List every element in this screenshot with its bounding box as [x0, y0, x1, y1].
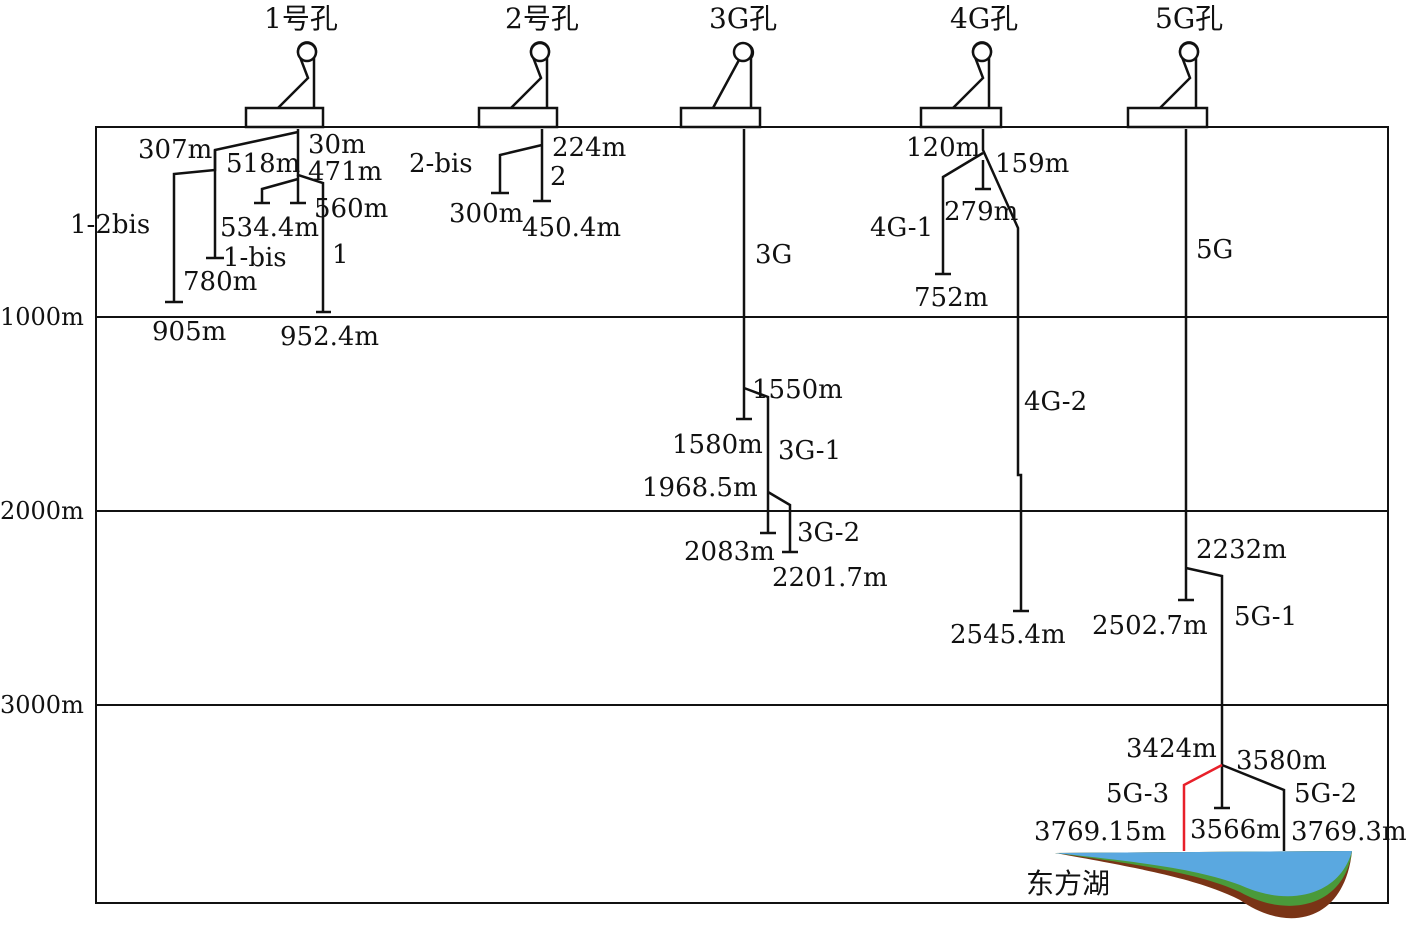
drill-rig-icon [477, 41, 559, 129]
label-2-bis: 2-bis [409, 149, 473, 179]
depth-label-3000m: 3000m [0, 691, 84, 719]
label-3769-3m: 3769.3m [1291, 817, 1407, 847]
hole3g-2 [767, 490, 792, 551]
label-3580m: 3580m [1236, 746, 1327, 776]
label-1968m: 1968.5m [642, 473, 758, 503]
label-752m: 752m [914, 283, 988, 313]
label-3566m: 3566m [1190, 815, 1281, 845]
label-300m: 300m [449, 199, 523, 229]
label-1-2bis: 1-2bis [70, 210, 150, 240]
label-471m: 471m [308, 157, 382, 187]
label-2502m: 2502.7m [1092, 611, 1208, 641]
hole-title-4g: 4G孔 [950, 2, 1018, 35]
label-4g-2: 4G-2 [1024, 387, 1087, 417]
hole-title-1: 1号孔 [264, 2, 338, 35]
label-3g: 3G [755, 240, 792, 270]
label-5g-3: 5G-3 [1106, 779, 1169, 809]
hole3g-ticks [736, 417, 798, 554]
hole-title-3g: 3G孔 [709, 2, 777, 35]
hole2-bis [498, 143, 543, 193]
east-lake [1055, 851, 1352, 919]
drill-rig-icon [244, 41, 325, 129]
diagram-border [95, 126, 1389, 904]
label-lake: 东方湖 [1026, 867, 1110, 900]
label-5g-2: 5G-2 [1294, 779, 1357, 809]
hole4g-main [981, 129, 1023, 610]
label-905m: 905m [152, 317, 226, 347]
drill-rigs [244, 41, 1209, 129]
label-4g-1: 4G-1 [870, 213, 933, 243]
label-3424m: 3424m [1126, 734, 1217, 764]
drill-rig-icon [679, 41, 762, 129]
label-5g-1: 5G-1 [1234, 602, 1297, 632]
label-1580m: 1580m [672, 430, 763, 460]
label-450m: 450.4m [522, 213, 621, 243]
label-307m: 307m [138, 135, 212, 165]
frame [95, 126, 1389, 904]
hole4g-ticks [935, 187, 1029, 613]
drill-rig-icon [1126, 41, 1209, 129]
depth-label-1000m: 1000m [0, 303, 84, 331]
label-518m: 518m [226, 149, 300, 179]
label-1-bis: 1-bis [223, 243, 287, 273]
label-279m: 279m [944, 197, 1018, 227]
label-120m: 120m [906, 133, 980, 163]
hole2-ticks [491, 191, 551, 203]
label-560m: 560m [314, 194, 388, 224]
label-5g: 5G [1196, 235, 1233, 265]
hole1-ticks [165, 201, 331, 314]
hole-title-5g: 5G孔 [1155, 2, 1223, 35]
label-2083m: 2083m [684, 537, 775, 567]
label-3g-2: 3G-2 [797, 518, 860, 548]
label-159m: 159m [995, 149, 1069, 179]
label-hole1: 1 [332, 240, 349, 270]
depth-label-2000m: 2000m [0, 497, 84, 525]
hole1-main [296, 129, 325, 312]
borehole-paths [165, 129, 1286, 851]
label-780m: 780m [183, 267, 257, 297]
label-2545m: 2545.4m [950, 620, 1066, 650]
label-224m: 224m [552, 133, 626, 163]
label-30m: 30m [308, 130, 366, 160]
label-hole2: 2 [550, 162, 567, 192]
hole5g-ticks [1178, 598, 1230, 810]
label-2232m: 2232m [1196, 535, 1287, 565]
hole5g-1 [1185, 566, 1224, 765]
hole-title-2: 2号孔 [505, 2, 579, 35]
label-3g-1: 3G-1 [778, 436, 841, 466]
label-3769-15m: 3769.15m [1034, 817, 1166, 847]
hole4g-1 [941, 151, 984, 274]
label-1550m: 1550m [752, 375, 843, 405]
label-2201m: 2201.7m [772, 563, 888, 593]
hole1-534 [260, 177, 299, 203]
hole5g-3-sidetrack [1182, 763, 1223, 851]
hole5g-2 [1221, 763, 1286, 851]
label-534m: 534.4m [220, 213, 319, 243]
drill-rig-icon [919, 41, 1003, 129]
hole3g-1 [743, 386, 770, 532]
label-952m: 952.4m [280, 322, 379, 352]
